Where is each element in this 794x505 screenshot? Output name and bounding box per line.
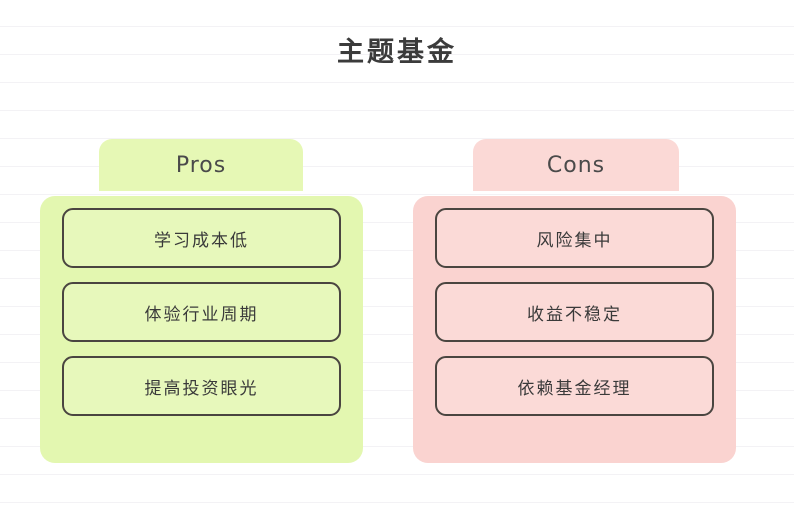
page-title: 主题基金 [337, 37, 457, 68]
pros-item-label: 提高投资眼光 [144, 378, 259, 399]
cons-panel: 风险集中 收益不稳定 依赖基金经理 [413, 196, 736, 463]
cons-item-label: 依赖基金经理 [517, 378, 632, 399]
pros-header-label: Pros [175, 152, 227, 178]
pros-item-card[interactable]: 学习成本低 [62, 208, 341, 268]
pros-item-label: 体验行业周期 [144, 304, 259, 325]
pros-header-tab[interactable]: Pros [99, 139, 303, 191]
pros-item-card[interactable]: 体验行业周期 [62, 282, 341, 342]
cons-header-tab[interactable]: Cons [473, 139, 679, 191]
cons-item-card[interactable]: 收益不稳定 [435, 282, 714, 342]
pros-panel: 学习成本低 体验行业周期 提高投资眼光 [40, 196, 363, 463]
pros-item-label: 学习成本低 [154, 230, 249, 251]
cons-column: Cons 风险集中 收益不稳定 依赖基金经理 [413, 139, 736, 463]
cons-item-label: 收益不稳定 [527, 304, 622, 325]
cons-item-card[interactable]: 依赖基金经理 [435, 356, 714, 416]
cons-header-label: Cons [546, 152, 606, 178]
pros-item-card[interactable]: 提高投资眼光 [62, 356, 341, 416]
pros-column: Pros 学习成本低 体验行业周期 提高投资眼光 [40, 139, 363, 463]
cons-item-label: 风险集中 [536, 230, 613, 251]
cons-item-card[interactable]: 风险集中 [435, 208, 714, 268]
